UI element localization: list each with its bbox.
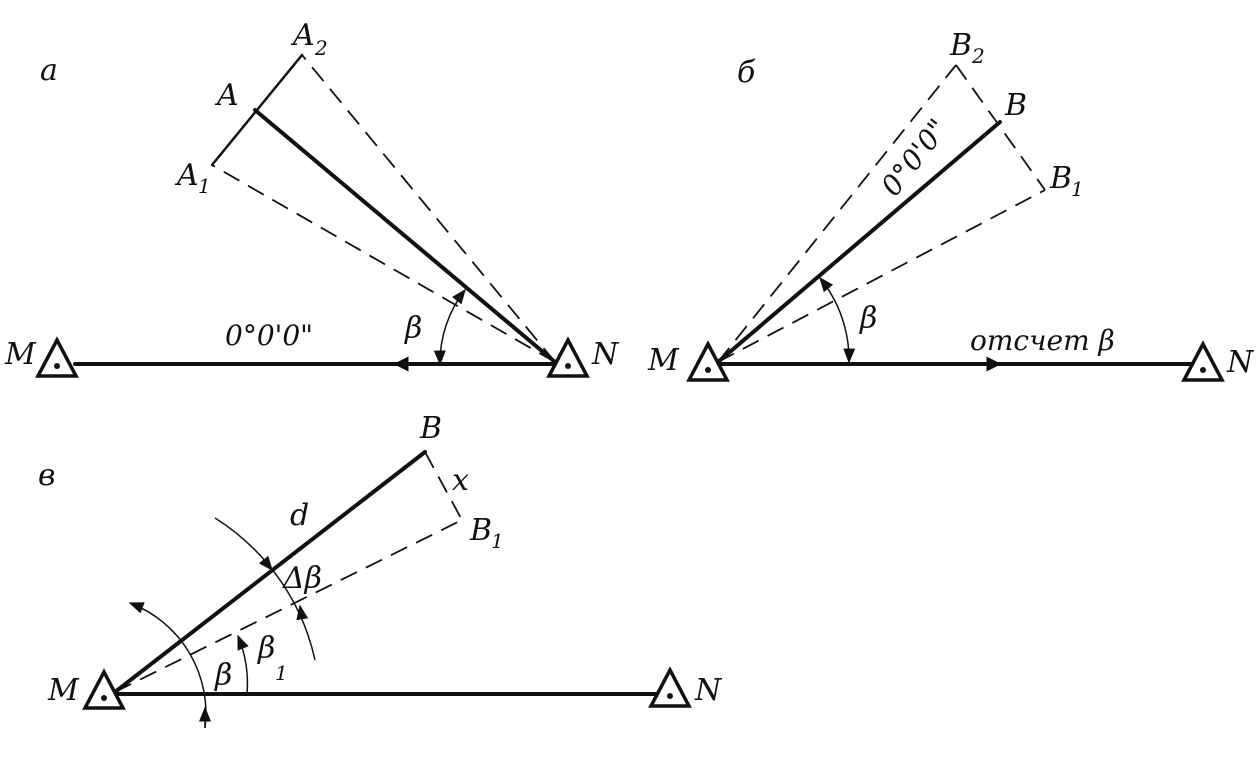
station-m-b <box>686 340 730 382</box>
line-na <box>253 108 557 364</box>
label-n-a: N <box>591 337 620 372</box>
reading-a: 0°0'0" <box>225 319 313 352</box>
panel-b-label: б <box>737 55 756 90</box>
label-b2: B <box>949 28 972 63</box>
label-b1-sub-c: 1 <box>491 529 504 553</box>
station-m-a <box>35 336 79 378</box>
panel-b: б B B 2 B 1 0°0'0" β отсчет β M N <box>647 28 1255 382</box>
label-delta-beta-c: Δβ <box>282 561 322 596</box>
panel-c-label: в <box>38 458 55 493</box>
line-mb <box>716 120 1002 364</box>
label-m-a: M <box>4 337 37 372</box>
perp-a1-a2 <box>210 53 304 167</box>
line-mb1-c <box>114 519 463 693</box>
station-n-a <box>546 336 590 378</box>
label-beta1-c: β <box>257 631 275 666</box>
label-m-c: M <box>47 673 80 708</box>
angle-label-a: β <box>404 311 422 346</box>
panel-c: в B B 1 x d Δβ β β 1 M <box>38 411 723 729</box>
panel-a-label: а <box>40 53 58 88</box>
label-a2-sub: 2 <box>314 36 328 60</box>
angle-arc-beta <box>433 288 466 366</box>
line-na1 <box>211 164 556 363</box>
station-n-b <box>1181 340 1225 382</box>
line-mb-c <box>113 450 427 694</box>
label-b: B <box>1004 88 1027 123</box>
delta-arrow-bottom <box>296 604 309 621</box>
station-n-c <box>648 666 692 708</box>
label-beta1-sub-c: 1 <box>275 661 288 685</box>
label-a1: A <box>174 158 199 193</box>
label-b1-c: B <box>469 513 492 548</box>
angle-arc-beta-b <box>819 276 856 364</box>
station-m-c <box>82 668 126 710</box>
label-n-c: N <box>694 673 723 708</box>
perp-b-b1-c <box>424 451 463 521</box>
panel-a: а A A 2 A 1 0°0'0" β M N <box>4 18 620 378</box>
line-na2 <box>301 54 556 363</box>
label-m-b: M <box>647 343 680 378</box>
line-mb1 <box>717 189 1046 363</box>
angle-arc-beta1-c <box>237 634 249 695</box>
label-a: A <box>214 78 239 113</box>
label-x-c: x <box>452 463 469 498</box>
label-d-c: d <box>290 498 309 533</box>
angle-arc-delta-c <box>214 517 316 661</box>
label-a2: A <box>290 18 315 53</box>
delta-arrow-top <box>258 555 273 572</box>
angle-label-b: β <box>859 301 877 336</box>
reading-b: 0°0'0" <box>875 113 955 203</box>
label-b-c: B <box>419 411 442 446</box>
label-b1-sub: 1 <box>1071 177 1084 201</box>
line-mb2 <box>717 64 957 363</box>
perp-b2-b1 <box>955 64 1046 191</box>
label-n-b: N <box>1226 345 1255 380</box>
label-beta-c: β <box>214 658 232 693</box>
label-b1: B <box>1049 161 1072 196</box>
reading-text-b: отсчет β <box>970 324 1115 357</box>
label-a1-sub: 1 <box>198 174 211 198</box>
label-b2-sub: 2 <box>971 44 985 68</box>
